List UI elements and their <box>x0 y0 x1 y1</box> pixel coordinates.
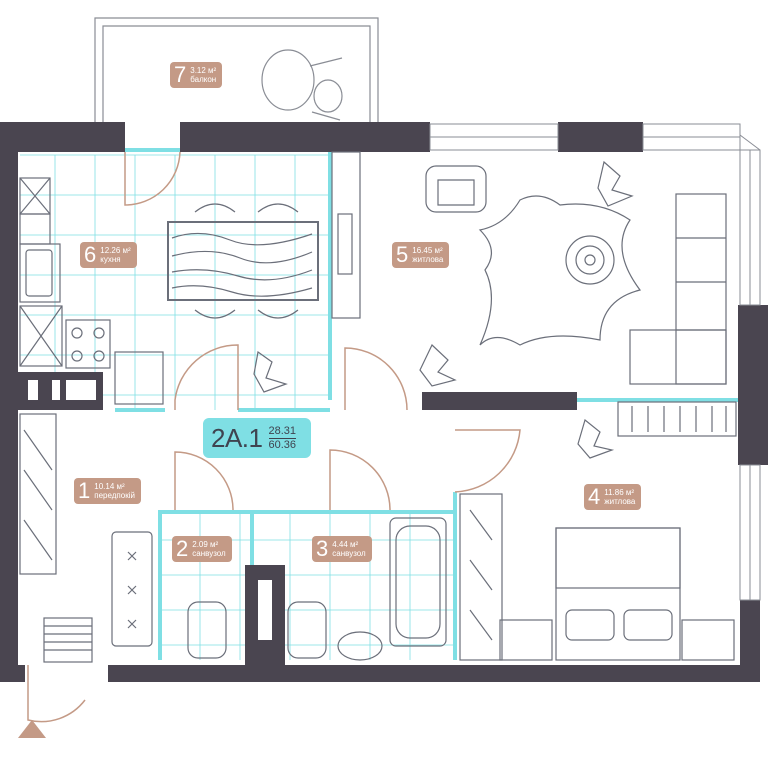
room-name: житлова <box>604 497 636 506</box>
room-area: 12.26 м² <box>100 245 131 255</box>
living-furniture <box>253 160 727 393</box>
room-number: 2 <box>176 536 189 561</box>
room-number: 3 <box>316 536 329 561</box>
doors <box>27 151 521 723</box>
room-area: 4.44 м² <box>332 539 359 549</box>
room-name: кухня <box>100 255 121 264</box>
room-number: 7 <box>174 62 187 87</box>
room-number: 5 <box>396 242 409 267</box>
room-area: 10.14 м² <box>94 481 125 491</box>
room-name: балкон <box>190 75 217 84</box>
room-name: житлова <box>412 255 444 264</box>
walls <box>0 122 768 682</box>
room-name: санвузол <box>192 549 226 558</box>
apartment-badge: 2A.1 28.31 60.36 <box>203 418 311 458</box>
room-number: 4 <box>588 484 601 509</box>
apartment-areas: 28.31 60.36 <box>268 425 297 451</box>
room-name: санвузол <box>332 549 366 558</box>
windows <box>429 123 761 601</box>
kitchen-tiles <box>20 154 330 410</box>
room-name: передпокій <box>94 491 135 500</box>
accent-lines <box>20 148 740 660</box>
room-area: 3.12 м² <box>190 65 217 75</box>
room-area: 2.09 м² <box>192 539 219 549</box>
total-area: 60.36 <box>268 438 297 451</box>
apartment-code: 2A.1 <box>211 422 263 453</box>
room-number: 1 <box>78 478 91 503</box>
hall-furniture <box>19 413 447 663</box>
room-number: 6 <box>84 242 97 267</box>
kitchen-furniture <box>19 151 361 405</box>
living-area: 28.31 <box>268 425 297 439</box>
balcony <box>94 17 379 122</box>
room-area: 11.86 м² <box>604 487 635 497</box>
bedroom-furniture <box>459 401 737 661</box>
room-area: 16.45 м² <box>412 245 443 255</box>
bath-tiles <box>160 512 455 660</box>
